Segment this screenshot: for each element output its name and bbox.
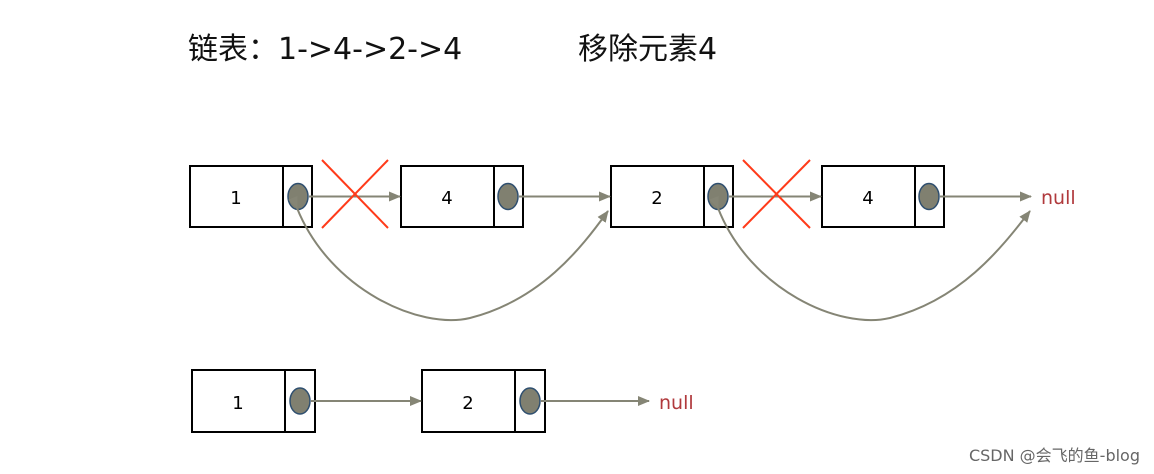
watermark: CSDN @会飞的鱼-blog: [968, 446, 1140, 465]
before-node-3: 2: [610, 165, 734, 228]
pointer-dot: [497, 182, 519, 211]
node-value: 1: [230, 188, 241, 209]
pointer-dot: [287, 182, 309, 211]
node-value: 1: [232, 393, 243, 414]
null-label: null: [1041, 187, 1076, 209]
list-title: 链表：1->4->2->4: [188, 24, 462, 68]
list-label: 链表：: [188, 32, 278, 67]
null-label: null: [659, 392, 694, 414]
operation-title: 移除元素4: [578, 32, 718, 67]
cross-mark-1: [321, 159, 389, 229]
pointer-dot: [519, 387, 541, 415]
after-node-1: 1: [191, 369, 316, 433]
node-value: 2: [651, 188, 662, 209]
after-node-2: 2: [421, 369, 546, 433]
node-value: 2: [462, 393, 473, 414]
before-node-4: 4: [821, 165, 945, 228]
pointer-dot: [918, 182, 940, 211]
bypass-arrow-3-null: [709, 195, 1031, 322]
node-value: 4: [862, 188, 873, 209]
before-node-1: 1: [189, 165, 313, 228]
node-value: 4: [441, 188, 452, 209]
before-node-2: 4: [400, 165, 524, 228]
pointer-dot: [707, 182, 729, 211]
list-value: 1->4->2->4: [278, 32, 463, 67]
bypass-arrow-1-3: [288, 195, 609, 322]
pointer-dot: [289, 387, 311, 415]
cross-mark-2: [742, 159, 811, 229]
